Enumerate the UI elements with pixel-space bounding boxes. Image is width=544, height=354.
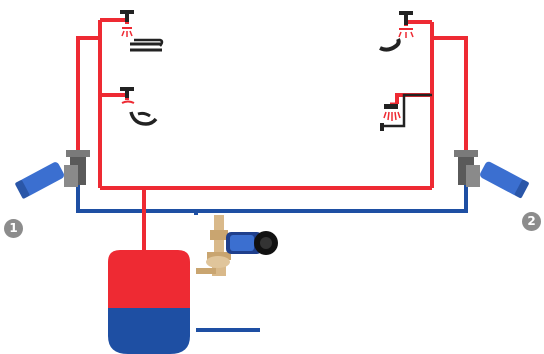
cold-return-pipe bbox=[76, 176, 468, 332]
hand-wash-icon bbox=[121, 100, 158, 126]
check-valve-left bbox=[15, 150, 90, 199]
faucet-icon bbox=[399, 11, 413, 25]
badge-1-circle bbox=[4, 219, 23, 238]
hot-water-tank-icon bbox=[108, 250, 190, 354]
badge-2-circle bbox=[522, 212, 541, 231]
location-badge-2: 2 bbox=[527, 214, 536, 228]
hand-wash-icon bbox=[379, 28, 414, 52]
faucet-icon bbox=[120, 10, 134, 22]
faucet-icon bbox=[120, 87, 134, 98]
circulation-pump-icon bbox=[196, 215, 278, 276]
shower-icon bbox=[121, 27, 164, 52]
handle-valve-icon bbox=[380, 93, 432, 131]
check-valve-right bbox=[454, 150, 529, 199]
hot-supply-pipe bbox=[76, 18, 468, 255]
location-badge-1: 1 bbox=[9, 221, 18, 235]
